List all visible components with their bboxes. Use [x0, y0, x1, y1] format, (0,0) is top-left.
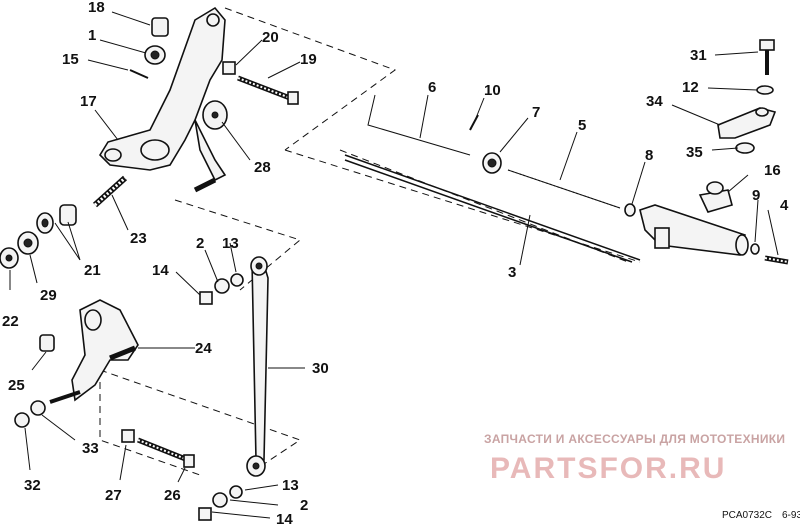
nut-32 — [14, 412, 30, 428]
lever-24 — [71, 299, 139, 402]
callout-6: 6 — [428, 79, 436, 96]
callout-20: 20 — [262, 29, 279, 46]
callout-8: 8 — [645, 147, 653, 164]
callout-18: 18 — [88, 0, 105, 16]
pin-15 — [129, 69, 149, 79]
callout-35: 35 — [686, 144, 703, 161]
callout-25: 25 — [8, 377, 25, 394]
nut-20 — [222, 61, 236, 75]
watermark-brand: PARTSFOR.RU — [490, 452, 726, 485]
bushing-18 — [151, 17, 169, 37]
callout-13-upper: 13 — [222, 235, 239, 252]
bushing-25 — [39, 334, 55, 352]
callout-9: 9 — [752, 187, 760, 204]
callout-30: 30 — [312, 360, 329, 377]
callout-26: 26 — [164, 487, 181, 504]
spacers-21 — [36, 204, 77, 234]
control-rod-6 — [367, 94, 471, 156]
washer-8 — [624, 203, 636, 217]
callout-17: 17 — [80, 93, 97, 110]
watermark-tagline: ЗАПЧАСТИ И АКСЕССУАРЫ ДЛЯ МОТОТЕХНИКИ — [484, 432, 785, 446]
stud-23 — [92, 175, 128, 208]
nut-27 — [121, 429, 135, 443]
diagram-code: PCA0732C — [722, 510, 772, 521]
callout-4: 4 — [780, 197, 789, 214]
callout-27: 27 — [105, 487, 122, 504]
callout-31: 31 — [690, 47, 707, 64]
callout-32: 32 — [24, 477, 41, 494]
callout-29: 29 — [40, 287, 57, 304]
callout-23: 23 — [130, 230, 147, 247]
bolt-26 — [137, 437, 195, 468]
callout-33: 33 — [82, 440, 99, 457]
stud-16 — [698, 181, 733, 213]
callout-13-lower: 13 — [282, 477, 299, 494]
spring-5 — [507, 169, 621, 209]
callout-22: 22 — [2, 313, 19, 330]
callout-2-lower: 2 — [300, 497, 308, 514]
callout-34: 34 — [646, 93, 663, 110]
callout-14-upper: 14 — [152, 262, 169, 279]
callout-24: 24 — [195, 340, 212, 357]
date-code: 6-93 — [782, 510, 800, 521]
watermark: ЗАПЧАСТИ И АКСЕССУАРЫ ДЛЯ МОТОТЕХНИКИ PA… — [484, 432, 785, 485]
screw-4 — [764, 255, 789, 265]
washer-28 — [202, 100, 228, 130]
lower-bolt — [193, 177, 217, 193]
callout-7: 7 — [532, 104, 540, 121]
throttle-arm-bracket — [98, 6, 227, 182]
callout-2-upper: 2 — [196, 235, 204, 252]
callout-16: 16 — [764, 162, 781, 179]
washer-12 — [756, 85, 774, 95]
bushing-7 — [482, 152, 502, 174]
leader-lines — [9, 11, 779, 519]
washer-1 — [144, 45, 166, 65]
callout-12: 12 — [682, 79, 699, 96]
shaft-3 — [344, 154, 641, 263]
callout-1: 1 — [88, 27, 96, 44]
bolt-lever-33 — [30, 390, 81, 416]
washer-29 — [17, 231, 39, 255]
bolt-19 — [237, 75, 299, 105]
link-rod-30 — [246, 256, 269, 477]
callout-3: 3 — [508, 264, 516, 281]
arm-34 — [717, 107, 777, 139]
nut-22 — [0, 247, 19, 269]
callout-14-lower: 14 — [276, 511, 293, 526]
callout-19: 19 — [300, 51, 317, 68]
washer-35 — [735, 142, 755, 154]
washer-9 — [750, 243, 760, 255]
callout-21: 21 — [84, 262, 101, 279]
callout-15: 15 — [62, 51, 79, 68]
callout-5: 5 — [578, 117, 586, 134]
upper-rod-fasteners — [199, 273, 244, 305]
callout-10: 10 — [484, 82, 501, 99]
lower-rod-fasteners — [198, 485, 243, 521]
callout-28: 28 — [254, 159, 271, 176]
bolt-31 — [759, 39, 775, 75]
housing-16 — [639, 204, 749, 256]
